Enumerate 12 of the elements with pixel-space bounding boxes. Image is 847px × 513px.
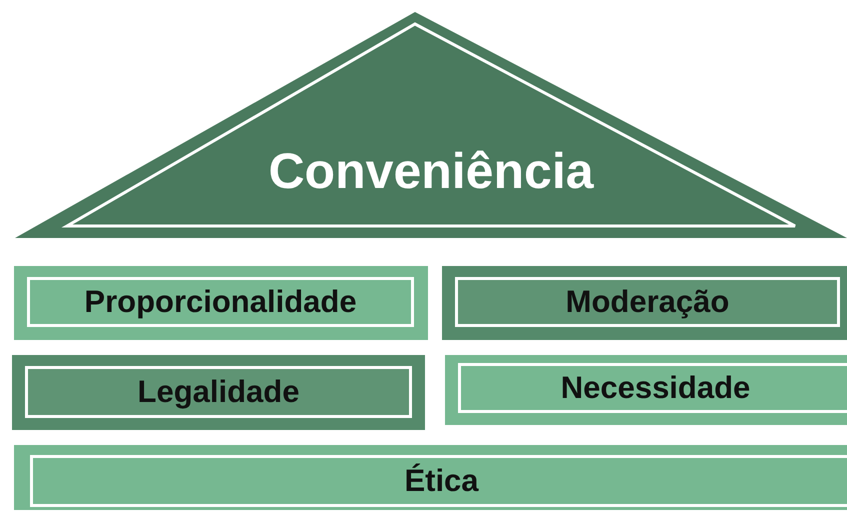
block-label: Legalidade [138, 374, 300, 410]
block-label: Necessidade [560, 370, 750, 406]
roof-triangle [15, 12, 847, 238]
pillar-block [14, 445, 847, 510]
roof-label: Conveniência [268, 143, 594, 199]
pillar-block [442, 266, 847, 340]
pillar-block [445, 355, 847, 425]
block-label: Proporcionalidade [84, 284, 357, 320]
pillar-block [14, 266, 428, 340]
block-label: Moderação [566, 284, 730, 320]
pillar-block [12, 355, 425, 430]
block-label: Ética [404, 463, 479, 499]
